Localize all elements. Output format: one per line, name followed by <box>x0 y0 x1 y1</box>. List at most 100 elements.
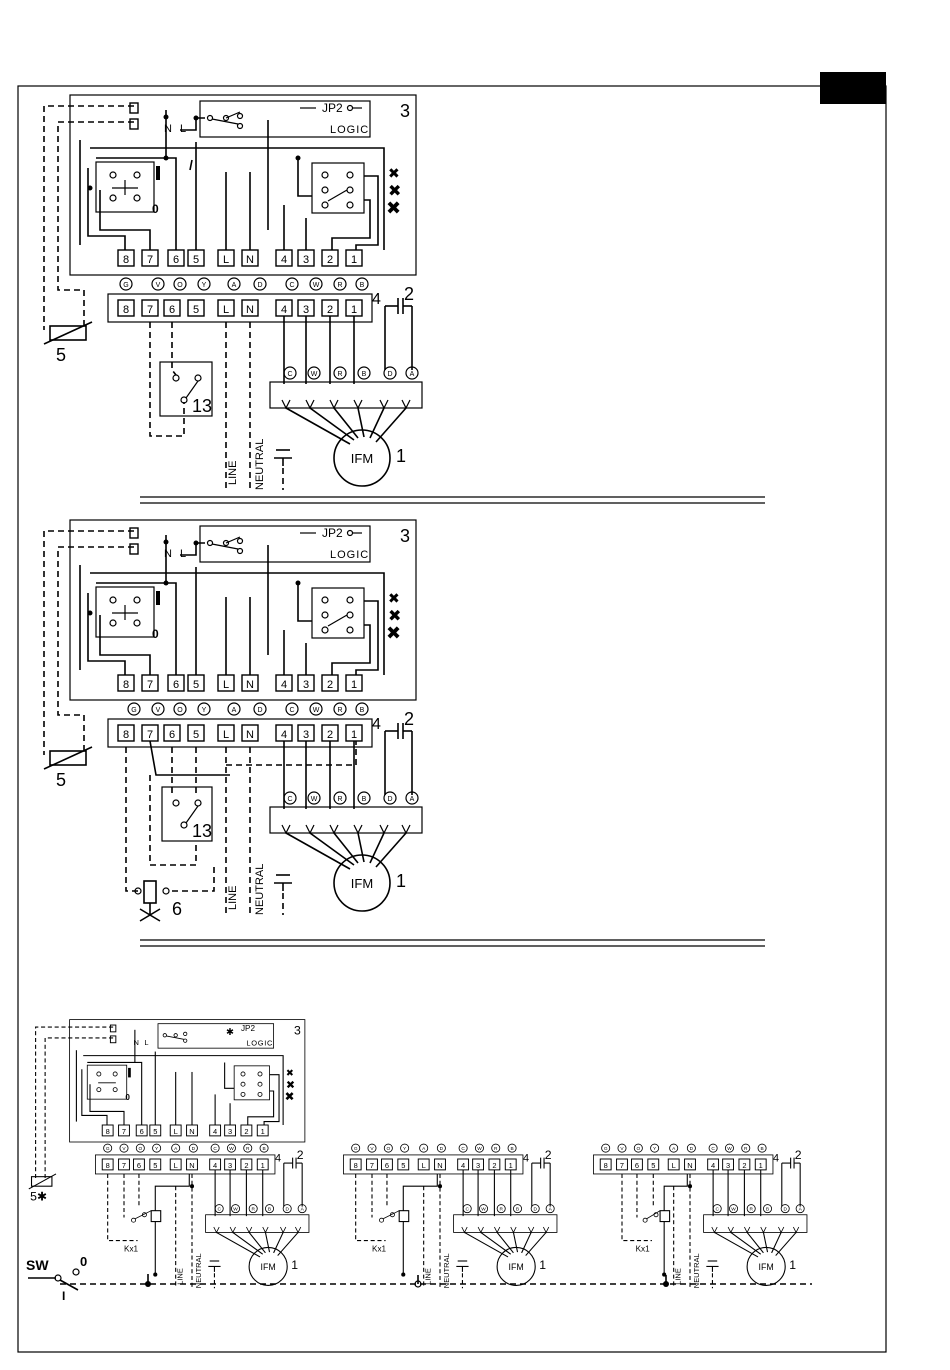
svg-text:D: D <box>387 371 392 378</box>
svg-text:N: N <box>246 304 254 316</box>
supply-leads: LINE NEUTRAL <box>423 1173 469 1289</box>
board-terminals: 8 7 6 5 L N 4 3 2 1 <box>117 249 363 267</box>
supply-leads: LINE NEUTRAL <box>673 1173 719 1289</box>
svg-text:IFM: IFM <box>351 876 373 891</box>
svg-text:5: 5 <box>401 1161 405 1170</box>
motor-label: IFM <box>351 451 373 466</box>
callout-6: 6 <box>172 899 182 919</box>
terminal-letter-row: G V O Y A D C W R B <box>601 1143 767 1153</box>
svg-text:✖: ✖ <box>388 590 400 606</box>
svg-text:0: 0 <box>125 1093 130 1102</box>
svg-text:2: 2 <box>545 1148 552 1162</box>
svg-text:1: 1 <box>261 1127 265 1136</box>
terminal-strip: 8 7 6 5 L N 4 3 2 1 4 <box>107 716 381 748</box>
svg-text:O: O <box>636 1146 640 1152</box>
callout-4: 4 <box>372 291 381 308</box>
group-switch: SW 0 I <box>26 1254 812 1303</box>
callout-2: 2 <box>404 284 414 304</box>
motor-wiring: C W R B D A IFM 1 <box>453 1169 558 1287</box>
svg-text:W: W <box>727 1146 732 1152</box>
sw-off-label: 0 <box>80 1254 87 1269</box>
terminal-strip: 8 7 6 5 L N 4 3 2 1 4 <box>107 291 381 323</box>
svg-text:LINE: LINE <box>227 886 239 910</box>
l-label: L <box>180 123 186 135</box>
svg-text:NEUTRAL: NEUTRAL <box>194 1253 203 1288</box>
svg-text:N: N <box>246 729 254 741</box>
logic-board: JP2 LOGIC 3 N L <box>69 94 417 276</box>
motor-plug: C W R B D A <box>269 366 423 410</box>
speed-selector-block <box>311 162 365 214</box>
svg-text:✖: ✖ <box>386 623 401 643</box>
relay-kx1: Kx1 <box>355 1173 438 1277</box>
callout-5: 5 <box>56 345 66 365</box>
svg-text:C: C <box>217 1207 221 1213</box>
svg-text:8: 8 <box>354 1161 358 1170</box>
svg-text:✖: ✖ <box>388 165 400 181</box>
svg-text:D: D <box>783 1207 787 1213</box>
logic-relay <box>206 111 244 130</box>
svg-text:2: 2 <box>327 729 333 741</box>
relay-kx1: Kx1 <box>621 1173 688 1277</box>
terminal-strip: 8 7 6 5 L N 4 3 2 1 4 <box>95 1153 281 1175</box>
svg-text:3: 3 <box>294 1024 301 1038</box>
svg-text:D: D <box>192 1146 196 1152</box>
diagram-c1: JP2 LOGIC 3 ✱ N L 0 <box>28 1019 310 1289</box>
svg-text:A: A <box>799 1207 803 1213</box>
svg-text:7: 7 <box>147 679 153 691</box>
svg-text:8: 8 <box>123 679 129 691</box>
sheet-frame <box>17 85 887 1353</box>
svg-text:1: 1 <box>291 1258 298 1272</box>
diagram-a: JP2 LOGIC 3 N L <box>43 94 423 490</box>
logic-label: LOGIC <box>330 124 369 136</box>
svg-text:D: D <box>690 1146 694 1152</box>
supply-leads: LINE NEUTRAL <box>225 747 292 915</box>
svg-text:1: 1 <box>759 1161 763 1170</box>
motor-circle <box>333 429 391 487</box>
svg-text:B: B <box>362 371 367 378</box>
svg-text:7: 7 <box>147 304 153 316</box>
internal-wiring <box>79 110 385 250</box>
svg-text:L: L <box>223 304 229 316</box>
svg-text:D: D <box>257 282 262 289</box>
svg-text:G: G <box>131 707 136 714</box>
svg-text:C: C <box>711 1146 715 1152</box>
motor-wiring: C W R B D A IFM 1 <box>269 741 423 912</box>
svg-text:O: O <box>177 282 183 289</box>
kx1-label: Kx1 <box>124 1244 139 1253</box>
svg-text:6: 6 <box>137 1161 141 1170</box>
terminal-strip: 8 7 6 5 L N 4 3 2 1 4 <box>343 1153 529 1175</box>
logic-board: JP2 LOGIC 3 N L <box>69 519 417 701</box>
svg-text:W: W <box>233 1207 238 1213</box>
diagram-b: JP2 LOGIC 3 N L <box>43 519 423 922</box>
svg-text:G: G <box>354 1146 358 1152</box>
sw-label: SW <box>26 1257 49 1273</box>
capacitor: 2 <box>781 1148 802 1207</box>
svg-text:0: 0 <box>152 627 159 641</box>
terminal-letter-row: G V O Y A D C W R B <box>351 1143 517 1153</box>
svg-text:2: 2 <box>404 709 414 729</box>
accessory-switch-13: 13 <box>149 740 357 866</box>
svg-text:LOGIC: LOGIC <box>246 1038 273 1047</box>
svg-text:NEUTRAL: NEUTRAL <box>254 864 266 915</box>
svg-text:3: 3 <box>303 679 309 691</box>
svg-text:G: G <box>123 282 128 289</box>
svg-text:2: 2 <box>327 254 333 266</box>
svg-text:3: 3 <box>228 1161 232 1170</box>
svg-text:✖: ✖ <box>388 183 401 200</box>
svg-text:A: A <box>422 1146 426 1152</box>
svg-text:R: R <box>337 707 342 714</box>
terminal-strip: 8 7 6 5 L N 4 3 2 1 4 <box>593 1153 779 1175</box>
svg-text:L: L <box>144 1038 148 1047</box>
svg-text:L: L <box>422 1161 426 1170</box>
svg-text:C: C <box>461 1146 465 1152</box>
svg-text:N: N <box>189 1161 194 1170</box>
star-mark: ✱ <box>226 1027 234 1038</box>
svg-text:2: 2 <box>492 1161 496 1170</box>
svg-text:1: 1 <box>351 679 357 691</box>
svg-text:2: 2 <box>795 1148 802 1162</box>
svg-text:C: C <box>715 1207 719 1213</box>
terminal-letter-row: G V O Y A D C W R B <box>127 702 369 716</box>
diagram-c3: G V O Y A D C W R B 8 7 6 5 L N 4 3 2 1 … <box>593 1143 808 1289</box>
svg-text:6: 6 <box>173 679 179 691</box>
svg-text:1: 1 <box>789 1258 796 1272</box>
